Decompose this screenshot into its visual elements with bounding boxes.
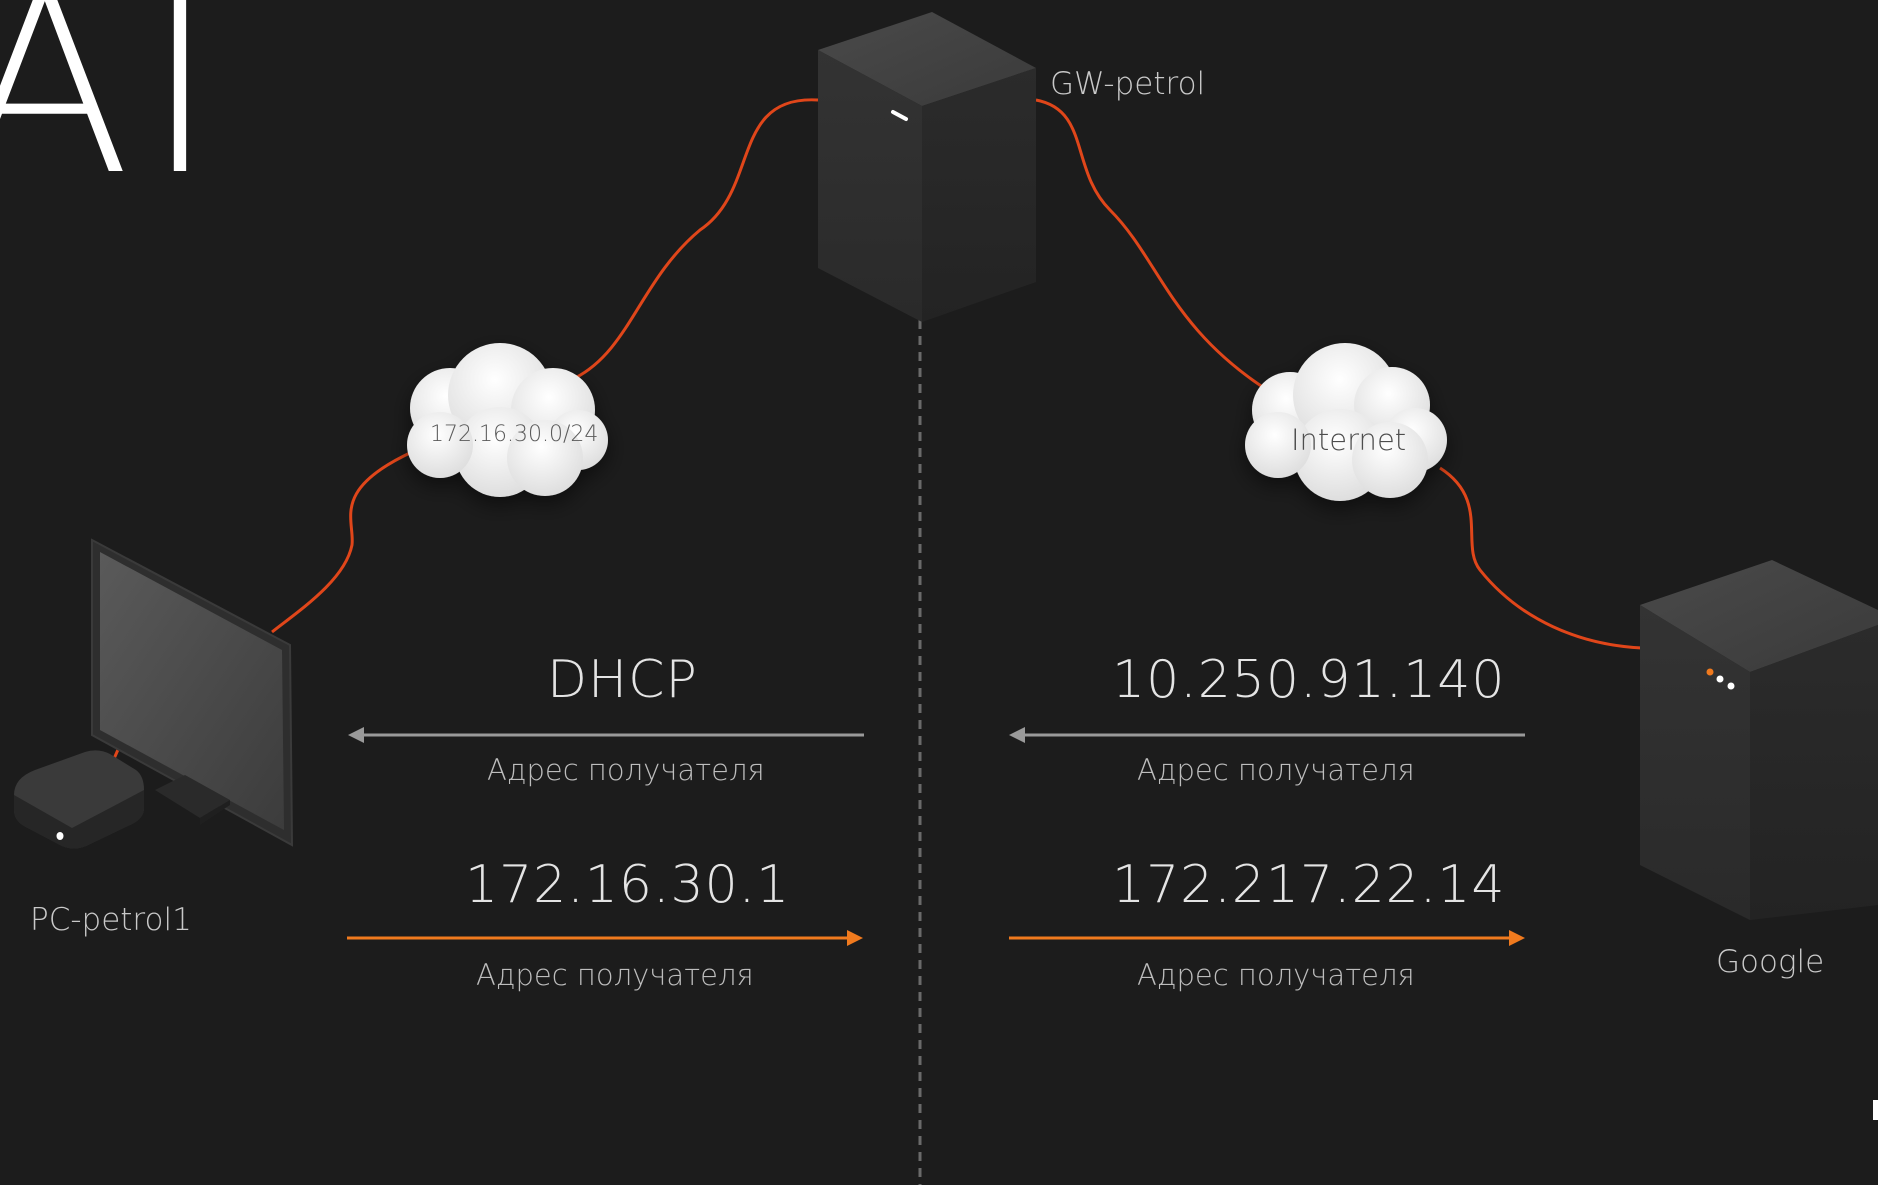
monitor-icon: [91, 538, 294, 847]
cable-gw-internet: [1035, 98, 1276, 397]
right-outgoing-address: 172.217.22.14: [1112, 855, 1506, 915]
right-incoming-caption: Адрес получателя: [1137, 753, 1415, 787]
corner-mark: [1873, 1100, 1878, 1120]
cable-internet-server: [1439, 466, 1643, 650]
server-label: Google: [1716, 944, 1825, 980]
arrow-right-incoming: [1009, 727, 1525, 743]
pc-label: PC-petrol1: [30, 902, 192, 938]
right-outgoing-caption: Адрес получателя: [1137, 958, 1415, 992]
left-outgoing-address: 172.16.30.1: [465, 855, 791, 915]
arrow-left-outgoing: [347, 930, 863, 946]
lan-cloud-label: 172.16.30.0/24: [430, 422, 599, 447]
arrow-right-outgoing: [1009, 930, 1525, 946]
google-server-icon: [1640, 560, 1878, 920]
left-outgoing-caption: Адрес получателя: [476, 958, 754, 992]
page-title: AT: [0, 0, 256, 230]
right-incoming-address: 10.250.91.140: [1112, 650, 1506, 710]
lan-cloud-icon: [407, 343, 608, 497]
gateway-server-icon: [818, 12, 1036, 322]
left-incoming-address: DHCP: [547, 650, 698, 710]
internet-cloud-icon: [1245, 343, 1447, 501]
cable-gw-lan: [574, 98, 819, 380]
arrow-left-incoming: [348, 727, 864, 743]
left-incoming-caption: Адрес получателя: [487, 753, 765, 787]
gateway-label: GW-petrol: [1050, 66, 1206, 102]
internet-cloud-label: Internet: [1291, 423, 1407, 457]
cable-lan-pc: [271, 450, 413, 634]
pc-box-icon: [14, 750, 144, 849]
